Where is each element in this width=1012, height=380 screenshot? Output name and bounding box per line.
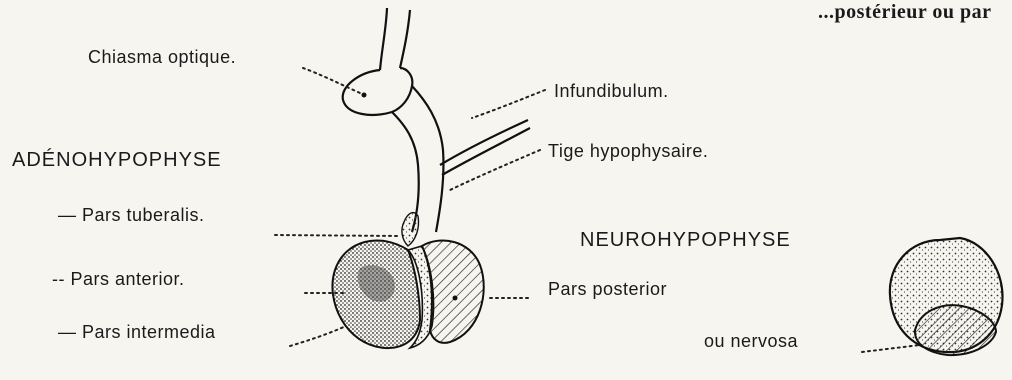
chiasma-shape [343,68,413,115]
infundibulum-stalk [380,8,410,70]
label-infundibulum: Infundibulum. [554,82,669,100]
pars-posterior-shape [422,240,484,342]
label-pars-tuberalis: — Pars tuberalis. [58,206,205,224]
top-corner-text: ...postérieur ou par [818,2,992,22]
tige-lines [440,120,530,175]
label-adenohypophyse: ADÉNOHYPOPHYSE [12,150,222,170]
label-ou-nervosa: ou nervosa [704,332,798,350]
label-pars-intermedia: — Pars intermedia [58,323,216,341]
label-tige-hypophysaire: Tige hypophysaire. [548,142,708,160]
label-chiasma-optique: Chiasma optique. [88,48,236,66]
label-neurohypophyse: NEUROHYPOPHYSE [580,230,791,250]
label-pars-anterior: -- Pars anterior. [52,270,185,288]
label-pars-posterior: Pars posterior [548,280,667,298]
